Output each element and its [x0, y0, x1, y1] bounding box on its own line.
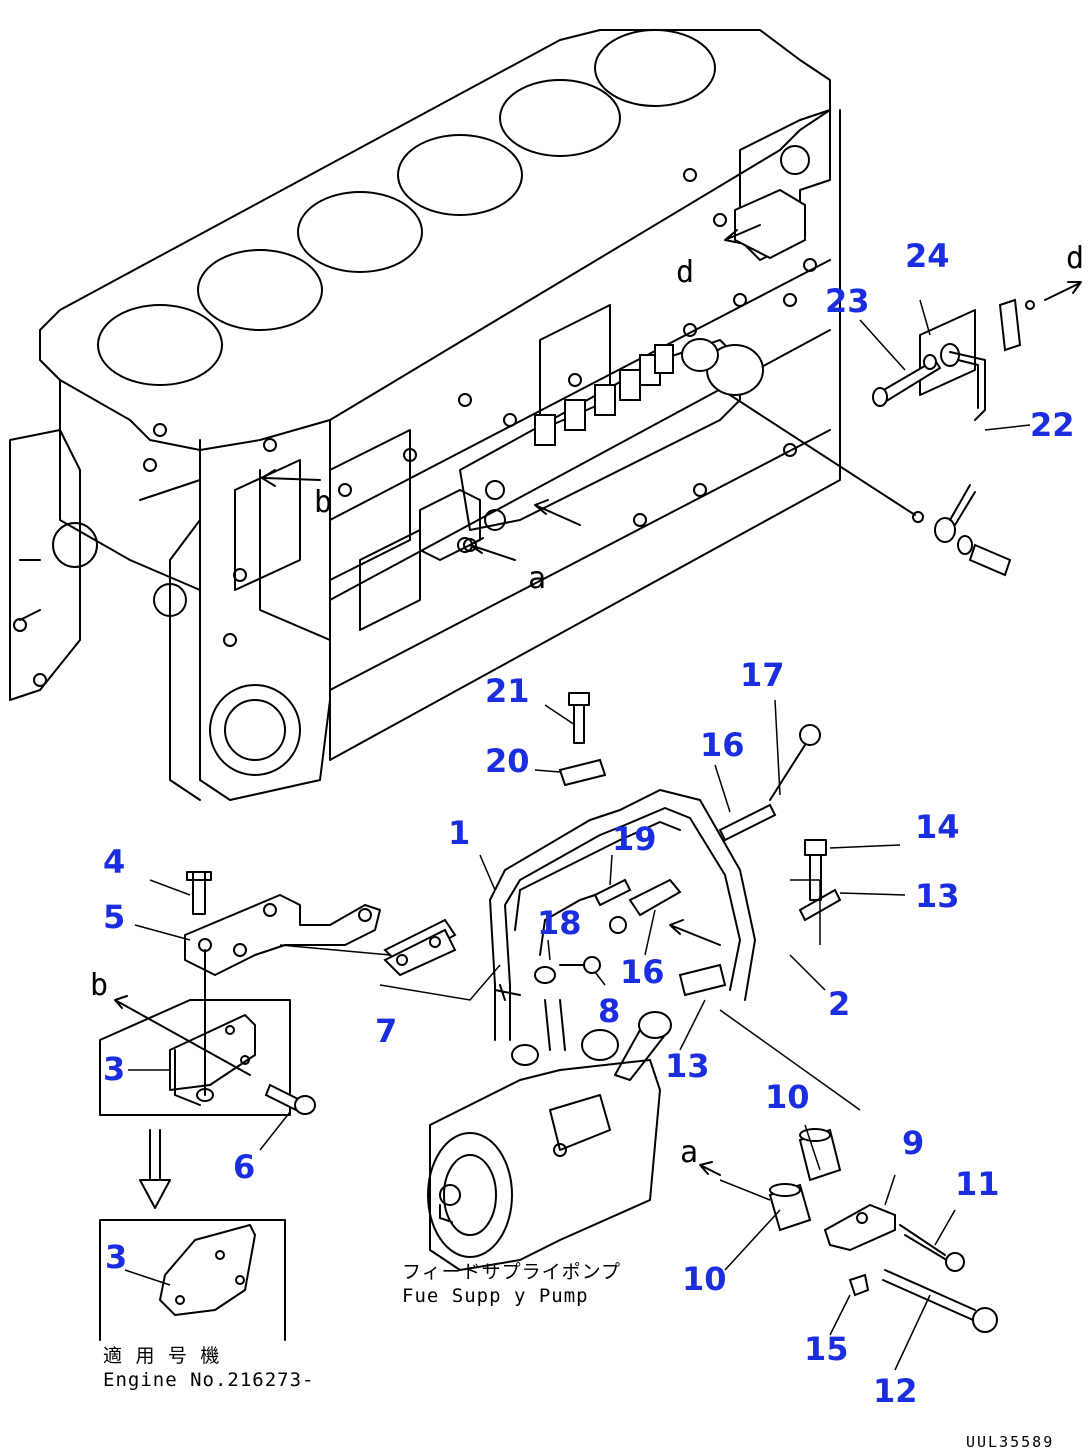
callout-19: 19 — [612, 820, 657, 858]
callout-13-lower: 13 — [665, 1047, 710, 1085]
callout-15: 15 — [804, 1330, 849, 1368]
callout-4: 4 — [103, 843, 125, 881]
callout-23: 23 — [825, 282, 870, 320]
callout-2: 2 — [828, 985, 850, 1023]
reference-letters: a a b b d d — [90, 241, 1084, 1170]
callout-3: 3 — [103, 1050, 125, 1088]
ref-letter-d-block: d — [676, 255, 694, 290]
pump-label-japanese: フィードサプライポンプ — [402, 1261, 621, 1283]
engine-number-label: Engine No.216273- — [103, 1369, 314, 1391]
fuel-supply-pump — [427, 692, 998, 1333]
applicable-serial-japanese: 適 用 号 機 — [103, 1345, 220, 1367]
ref-letter-b-block: b — [314, 485, 332, 520]
callout-labels: 1 2 3 3 4 5 6 7 8 9 10 10 11 12 13 13 14… — [103, 237, 1075, 1410]
callout-5: 5 — [103, 898, 125, 936]
callout-11: 11 — [955, 1165, 1000, 1203]
callout-1: 1 — [448, 814, 470, 852]
callout-10-upper: 10 — [765, 1078, 810, 1116]
callout-10-lower: 10 — [682, 1260, 727, 1298]
pump-label-english: Fue Supp y Pump — [402, 1285, 589, 1307]
pipe-22-assembly — [872, 281, 1082, 421]
ref-letter-a-block: a — [528, 561, 546, 596]
ref-letter-d-right: d — [1066, 241, 1084, 276]
ref-letter-b-bracket: b — [90, 968, 108, 1003]
callout-16-upper: 16 — [700, 726, 745, 764]
callout-9: 9 — [902, 1124, 924, 1162]
ref-letter-a-kit: a — [680, 1135, 698, 1170]
callout-17: 17 — [740, 656, 785, 694]
callout-6: 6 — [233, 1148, 255, 1186]
engine-block — [9, 29, 916, 801]
callout-8: 8 — [598, 992, 620, 1030]
callout-20: 20 — [485, 742, 530, 780]
text-notes: フィードサプライポンプ Fue Supp y Pump 適 用 号 機 Engi… — [103, 1261, 1054, 1451]
bracket-assembly — [99, 871, 457, 1341]
callout-16-lower: 16 — [620, 953, 665, 991]
callout-12: 12 — [873, 1372, 918, 1410]
callout-21: 21 — [485, 672, 530, 710]
leader-lines — [124, 299, 1031, 1371]
callout-13-right: 13 — [915, 877, 960, 915]
callout-14: 14 — [915, 808, 960, 846]
callout-7: 7 — [375, 1012, 397, 1050]
callout-24: 24 — [905, 237, 950, 275]
drawing-code: UUL35589 — [966, 1433, 1054, 1451]
callout-3-alt: 3 — [105, 1238, 127, 1276]
return-fitting-parts — [912, 484, 1012, 577]
callout-22: 22 — [1030, 406, 1075, 444]
callout-18: 18 — [537, 904, 582, 942]
